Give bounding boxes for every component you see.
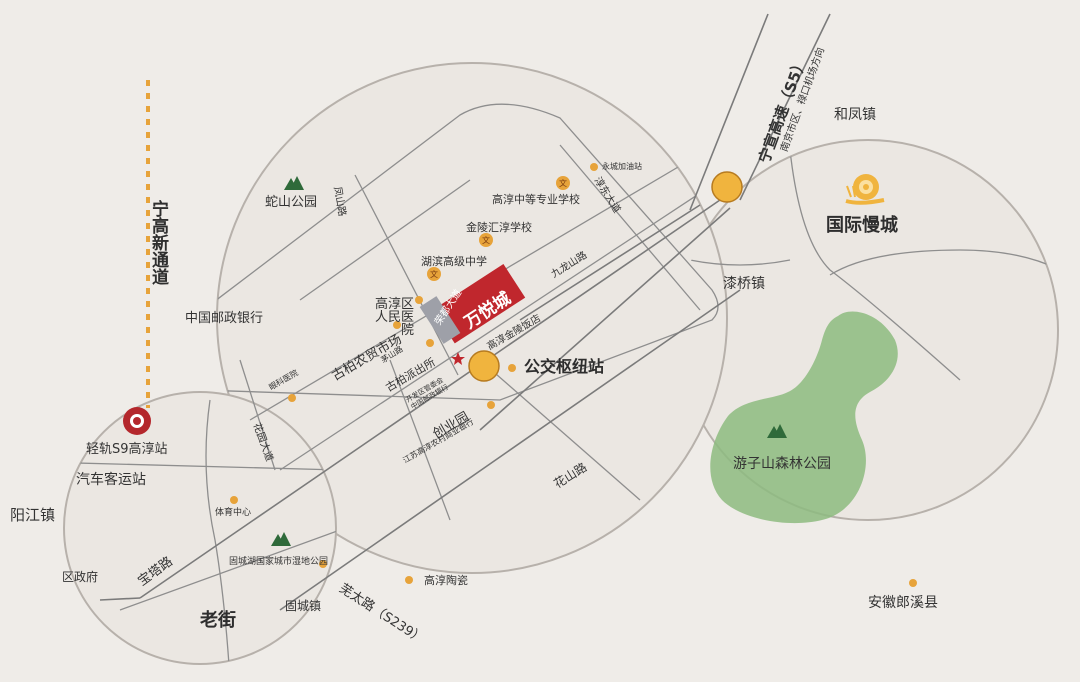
label-shedshan-park: 蛇山公园 <box>265 195 318 210</box>
label-yongcheng-gas: 永城加油站 <box>602 162 642 171</box>
bus-hub-marker <box>468 350 500 382</box>
label-gaochun-pottery: 高淳陶瓷 <box>424 574 468 587</box>
left-roads <box>64 399 336 664</box>
label-laojie: 老街 <box>200 610 236 631</box>
label-slow-city: 国际慢城 <box>826 215 898 236</box>
ning-gao-label: 宁高新通道 <box>148 200 168 285</box>
label-s9-station: 轻轨S9高淳站 <box>86 442 168 457</box>
label-bus-hub: 公交枢纽站 <box>524 357 605 376</box>
left-circle-zone <box>63 391 337 665</box>
label-huibin-school: 湖滨高级中学 <box>421 255 487 268</box>
label-postal-bank: 中国邮政银行 <box>185 311 264 326</box>
label-yangjiang: 阳江镇 <box>10 506 56 524</box>
label-jinling-school: 金陵汇淳学校 <box>466 221 532 234</box>
label-district-gov: 区政府 <box>62 570 99 584</box>
svg-text:文: 文 <box>482 235 490 245</box>
project-block <box>432 264 526 344</box>
label-gucheng-town: 固城镇 <box>285 599 322 613</box>
label-vocational-school: 高淳中等专业学校 <box>492 193 580 206</box>
label-gucheng-wetland: 固城湖国家城市湿地公园 <box>229 557 329 567</box>
star-icon <box>451 352 465 365</box>
snail-icon <box>845 174 885 205</box>
label-bus-station: 汽车客运站 <box>76 472 146 488</box>
poi-dots <box>230 163 917 587</box>
s5-highway <box>479 13 831 431</box>
metro-logo-icon <box>123 407 151 435</box>
label-anhui: 安徽郎溪县 <box>868 595 938 611</box>
label-hospital: 高淳区人民医院 <box>374 297 414 338</box>
label-hefeng: 和凤镇 <box>834 107 876 123</box>
label-qiqiao: 漆桥镇 <box>723 276 765 292</box>
svg-text:文: 文 <box>430 269 438 279</box>
label-youzishan: 游子山森林公园 <box>733 456 831 472</box>
right-roads <box>689 149 1058 381</box>
svg-text:文: 文 <box>559 178 567 188</box>
school-wen-icon <box>427 176 570 281</box>
forest-park-area <box>710 311 898 524</box>
label-sports-center: 体育中心 <box>215 508 252 518</box>
mountain-tree-icon <box>271 176 787 546</box>
s5-interchange-marker <box>711 171 743 203</box>
s239-road <box>99 199 741 611</box>
